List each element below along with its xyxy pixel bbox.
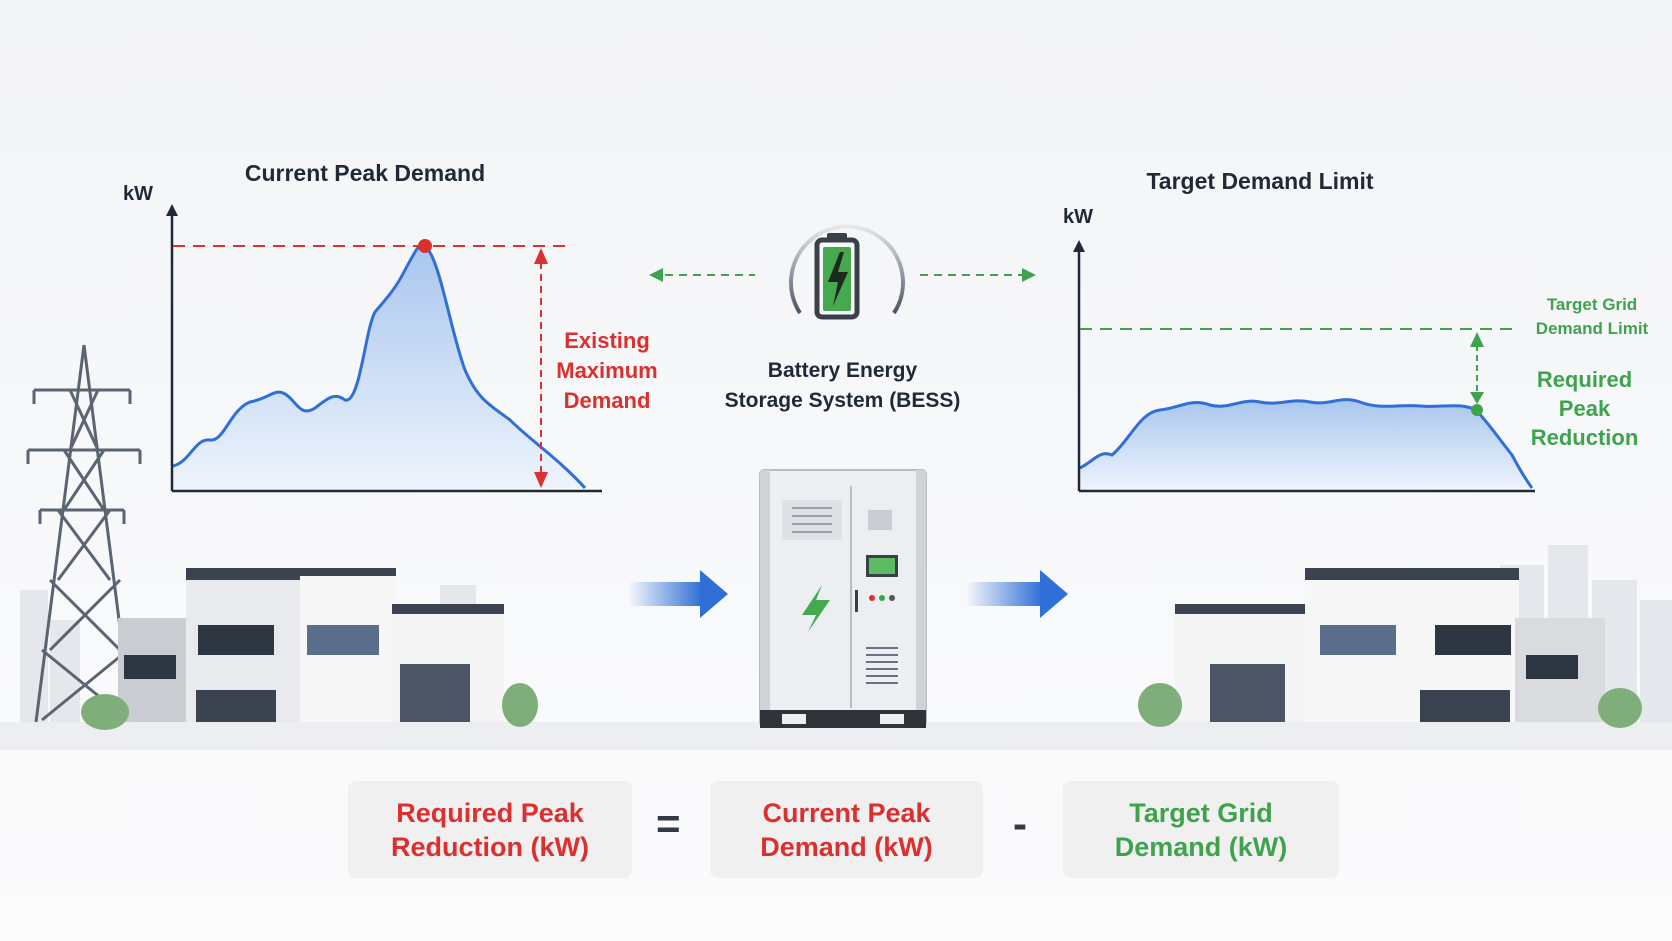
bess-label-line-1: Battery Energy [767, 359, 918, 382]
formula-result-box: Required Peak Reduction (kW) [348, 781, 632, 878]
factory-building-left-icon [81, 568, 538, 730]
bess-label: Battery Energy Storage System (BESS) [700, 356, 985, 416]
left-chart-title: Current Peak Demand [244, 160, 486, 186]
formula-target-grid-box: Target Grid Demand (kW) [1063, 781, 1339, 878]
term2-line-2: Demand (kW) [1114, 831, 1288, 862]
right-chart [1073, 240, 1535, 493]
term1-line-2: Demand (kW) [760, 831, 933, 862]
right-chart-title: Target Demand Limit [1146, 168, 1374, 194]
dimension-arrow-up-icon [534, 248, 548, 264]
annotation-line-2: Maximum [556, 358, 658, 383]
factory-building-right-icon [1138, 568, 1642, 728]
reduction-label-line-3: Reduction [1530, 425, 1639, 450]
term1-line-1: Current Peak [762, 797, 931, 828]
right-demand-area [1080, 399, 1532, 490]
right-y-axis-arrow-icon [1073, 240, 1085, 252]
dashed-arrow-right-head-icon [1022, 268, 1036, 282]
reduction-point [1471, 404, 1483, 416]
limit-label-line-1: Target Grid [1546, 295, 1638, 314]
result-line-2: Reduction (kW) [391, 831, 589, 862]
cabinet-lightning-icon [802, 585, 830, 632]
annotation-line-1: Existing [564, 328, 650, 353]
dimension-arrow-down-icon [534, 472, 548, 488]
term2-line-1: Target Grid [1129, 797, 1273, 828]
reduction-arrow-up-icon [1470, 332, 1484, 347]
right-demand-curve [1079, 398, 1534, 489]
right-y-axis-unit: kW [1063, 206, 1093, 228]
lightning-icon [828, 252, 848, 306]
left-y-axis-unit: kW [123, 183, 153, 205]
minus-sign: - [1013, 800, 1027, 847]
formula-current-peak-box: Current Peak Demand (kW) [710, 781, 983, 878]
left-demand-curve [172, 243, 587, 489]
result-line-1: Required Peak [396, 797, 584, 828]
flow-arrow-left-icon [628, 570, 728, 618]
battery-ring [789, 224, 905, 315]
battery-emblem [789, 224, 905, 320]
bess-cabinet-icon [759, 469, 927, 728]
reduction-arrow-down-icon [1470, 392, 1484, 404]
annotation-line-3: Demand [563, 388, 651, 413]
reduction-label-line-2: Peak [1558, 396, 1611, 421]
peak-point [418, 239, 432, 253]
left-y-axis-arrow-icon [166, 204, 178, 216]
flow-arrow-right-icon [966, 570, 1068, 618]
target-grid-demand-limit-label: Target Grid Demand Limit [1522, 293, 1662, 341]
bess-label-line-2: Storage System (BESS) [724, 389, 961, 412]
equals-sign: = [656, 800, 681, 847]
left-chart [166, 204, 602, 493]
transmission-tower-icon [26, 344, 142, 723]
existing-maximum-demand-label: Existing Maximum Demand [548, 326, 666, 416]
left-demand-area [173, 244, 585, 490]
required-peak-reduction-label: Required Peak Reduction [1522, 365, 1647, 452]
limit-label-line-2: Demand Limit [1535, 319, 1649, 338]
dashed-arrow-left-head-icon [649, 268, 663, 282]
reduction-label-line-1: Required [1536, 367, 1633, 392]
